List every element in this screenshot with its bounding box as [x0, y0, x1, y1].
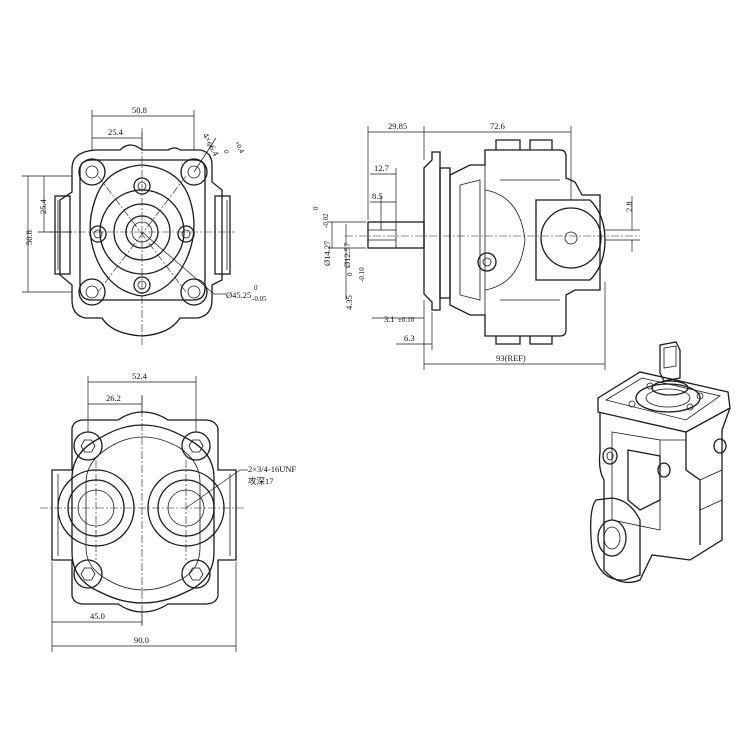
dim-pilot-depth: 3.1 [384, 314, 395, 324]
dim-overall-length: 93(REF) [496, 353, 526, 363]
dim-key-length: 8.5 [372, 191, 383, 201]
dim-shaft-tol-upper: 0 [312, 206, 320, 210]
dim-port-spacing: 52.4 [132, 371, 148, 381]
dim-key-height: 4.35 [344, 295, 354, 310]
dim-pilot-depth-tol: ±0.10 [398, 316, 415, 324]
dim-pilot-tol-upper: 0 [254, 284, 258, 292]
dim-shaft-diameter: Ø14.27 [322, 241, 332, 266]
dim-flange-to-shaft: 29.85 [388, 121, 407, 131]
port-note-line1: 2×3/4-16UNF [248, 464, 297, 474]
port-note-line2: 攻深17 [248, 476, 274, 486]
dim-pilot-tol-lower: -0.05 [252, 295, 267, 303]
dim-port-half: 26.2 [106, 393, 121, 403]
dim-pilot: Ø45.25 [226, 290, 251, 300]
dim-key-diameter: Ø12.57 [342, 243, 352, 268]
dim-key-tol-lower: -0.10 [358, 267, 366, 282]
dim-key-tol-upper: 0 [346, 272, 354, 276]
dim-holes: 4×φ6.4 [201, 131, 222, 158]
dim-port-offset: 2.8 [624, 201, 634, 212]
front-view: 50.8 25.4 4×φ6.4 +0.4 0 50.8 25.4 Ø45.25… [22, 105, 267, 345]
dim-height-half: 25.4 [38, 198, 48, 214]
dim-height-outer: 50.8 [24, 230, 34, 245]
dim-holes-tol-upper: +0.4 [233, 140, 246, 155]
dim-overall-width: 90.0 [134, 635, 149, 645]
side-view: 29.85 72.6 12.7 8.5 Ø14.27 0 -0.02 Ø12.5… [312, 121, 640, 370]
dim-shaft-tol-lower: -0.02 [322, 213, 330, 228]
rear-view: 52.4 26.2 2×3/4-16UNF 攻深17 45.0 90.0 [40, 371, 297, 652]
dim-flange-thickness: 6.3 [404, 333, 415, 343]
dim-center: 45.0 [90, 611, 105, 621]
isometric-view [590, 341, 731, 584]
dim-width-half: 25.4 [108, 127, 124, 137]
dim-body-length: 72.6 [490, 121, 505, 131]
dim-width-outer: 50.8 [132, 105, 147, 115]
dim-holes-tol-lower: 0 [222, 148, 231, 155]
dim-shaft-length: 12.7 [374, 163, 389, 173]
